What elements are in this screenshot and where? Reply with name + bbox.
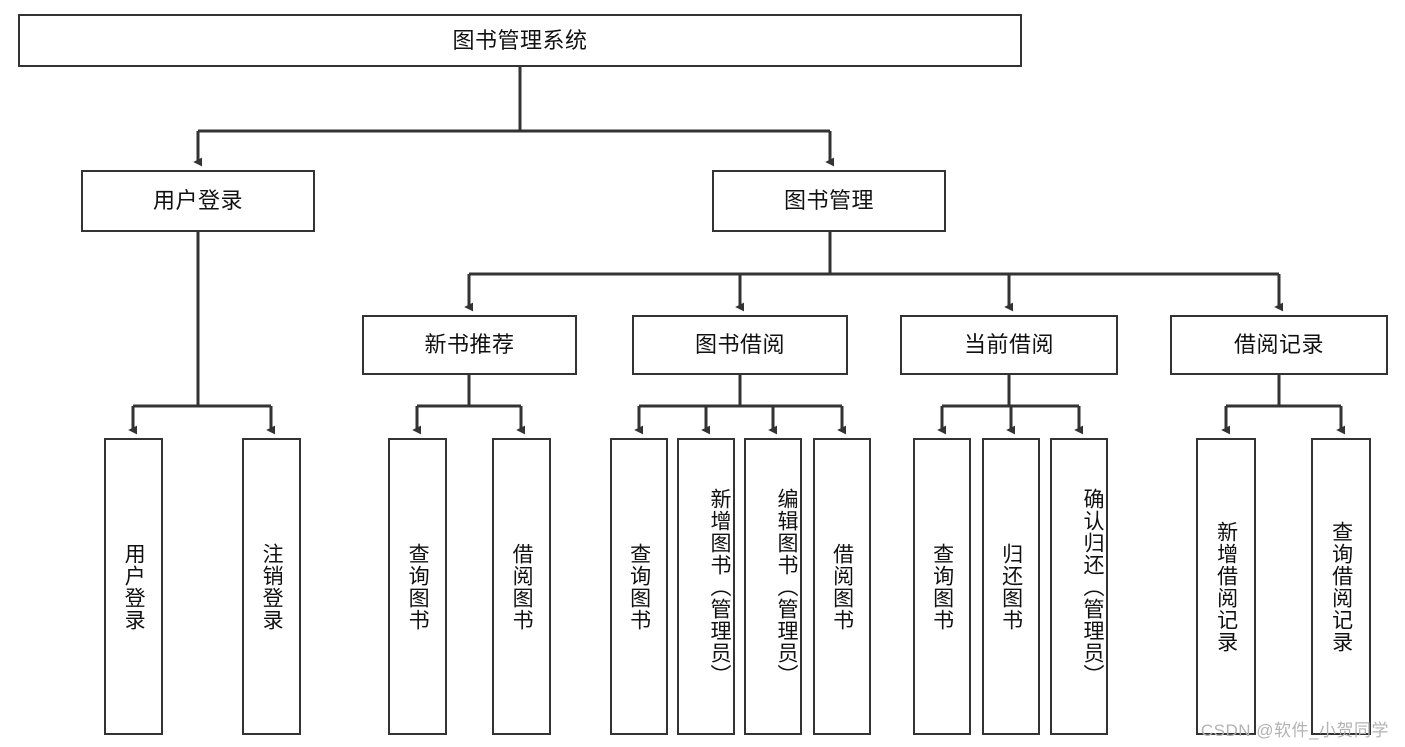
node-leaf-edit-book-admin[interactable]: 编辑图书（管理员） (744, 438, 802, 735)
node-leaf-query-book-borrow-label: 查询图书 (627, 542, 651, 631)
node-leaf-confirm-return-admin-label: 确认归还（管理员） (1081, 487, 1104, 686)
node-root[interactable]: 图书管理系统 (18, 14, 1022, 67)
node-leaf-query-borrow-record-label: 查询借阅记录 (1329, 520, 1353, 653)
node-leaf-add-borrow-record[interactable]: 新增借阅记录 (1196, 438, 1256, 735)
node-leaf-confirm-return-admin[interactable]: 确认归还（管理员） (1050, 438, 1108, 735)
node-user-login-label: 用户登录 (152, 188, 243, 214)
node-leaf-query-book-current[interactable]: 查询图书 (913, 438, 971, 735)
node-leaf-return-book-label: 归还图书 (999, 542, 1023, 631)
node-leaf-user-login-label: 用户登录 (122, 542, 146, 631)
node-root-label: 图书管理系统 (452, 27, 588, 53)
node-leaf-query-borrow-record[interactable]: 查询借阅记录 (1311, 438, 1371, 735)
node-leaf-borrow-book-rec[interactable]: 借阅图书 (492, 438, 551, 735)
node-borrow-record[interactable]: 借阅记录 (1170, 315, 1388, 375)
node-leaf-user-logout[interactable]: 注销登录 (242, 438, 301, 735)
node-leaf-return-book[interactable]: 归还图书 (982, 438, 1040, 735)
node-book-manage[interactable]: 图书管理 (712, 170, 946, 232)
node-leaf-add-book-admin[interactable]: 新增图书（管理员） (677, 438, 735, 735)
node-leaf-query-book-borrow[interactable]: 查询图书 (610, 438, 668, 735)
node-new-book-rec[interactable]: 新书推荐 (362, 315, 577, 375)
node-book-borrow-label: 图书借阅 (694, 332, 785, 358)
node-leaf-add-borrow-record-label: 新增借阅记录 (1214, 520, 1238, 653)
node-leaf-edit-book-admin-label: 编辑图书（管理员） (775, 487, 798, 686)
node-leaf-query-book-rec-label: 查询图书 (406, 542, 430, 631)
node-book-manage-label: 图书管理 (783, 188, 874, 214)
watermark: CSDN @软件_小贺同学 (1200, 721, 1389, 740)
node-leaf-query-book-current-label: 查询图书 (930, 542, 954, 631)
node-current-borrow-label: 当前借阅 (963, 332, 1054, 358)
node-leaf-borrow-book-rec-label: 借阅图书 (510, 542, 534, 631)
node-leaf-borrow-book[interactable]: 借阅图书 (813, 438, 871, 735)
node-new-book-rec-label: 新书推荐 (424, 332, 515, 358)
node-user-login[interactable]: 用户登录 (81, 170, 315, 232)
node-current-borrow[interactable]: 当前借阅 (900, 315, 1118, 375)
node-leaf-user-login[interactable]: 用户登录 (104, 438, 163, 735)
node-leaf-borrow-book-label: 借阅图书 (830, 542, 854, 631)
node-leaf-query-book-rec[interactable]: 查询图书 (388, 438, 447, 735)
node-book-borrow[interactable]: 图书借阅 (632, 315, 848, 375)
node-leaf-user-logout-label: 注销登录 (260, 542, 284, 631)
node-borrow-record-label: 借阅记录 (1233, 332, 1324, 358)
node-leaf-add-book-admin-label: 新增图书（管理员） (708, 487, 731, 686)
